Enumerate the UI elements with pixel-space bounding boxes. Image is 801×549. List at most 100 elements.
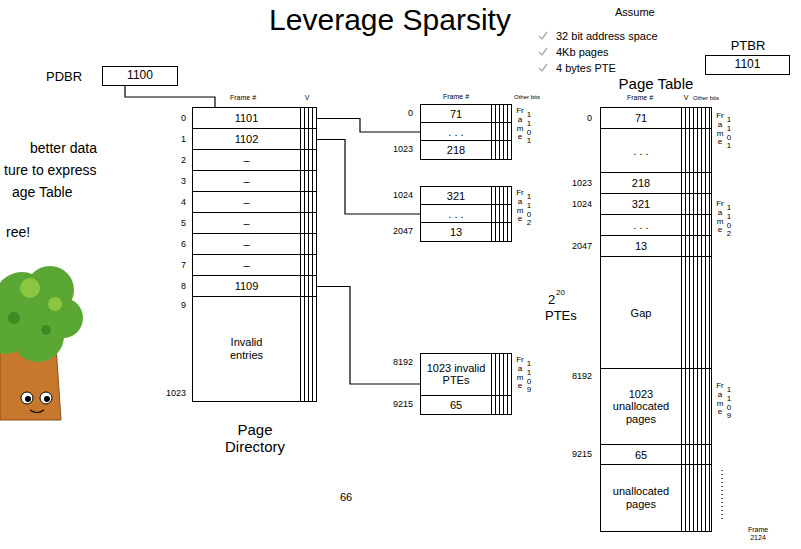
pointer-line (316, 119, 420, 133)
table-row: 218 (601, 173, 711, 194)
label-text: Frame 2124 (743, 526, 773, 542)
cell-value: – (195, 196, 298, 209)
label-text: better data (30, 140, 97, 156)
label-text: Frame (716, 112, 724, 147)
cell-value: 1023 invalid PTEs (423, 362, 489, 387)
label-text: Frame # (443, 93, 469, 101)
page-table-frame: 321. . .13Frame1102 (420, 186, 512, 242)
label-text: Other bits (693, 95, 719, 102)
table-row: – (193, 234, 316, 255)
cell-value: – (195, 259, 298, 272)
cell-value: 65 (423, 399, 489, 412)
label-text: V (305, 94, 310, 102)
cell-value: – (195, 238, 298, 251)
label-text: 1109 (725, 386, 733, 421)
cell-value: 71 (603, 112, 679, 125)
cell-value: . . . (423, 207, 489, 220)
node-heading: Page Table (619, 75, 694, 92)
node-heading: 1101 (525, 111, 533, 146)
page-directory: 11011102––––––1109Invalid entriesPage Di… (192, 107, 317, 402)
pointer-line (316, 140, 420, 215)
label-text: Frame # (627, 94, 653, 102)
label-text: ree! (6, 224, 30, 240)
table-row: – (193, 192, 316, 213)
node-heading: PTBR (731, 39, 766, 54)
table-row: 218 (421, 141, 511, 159)
label-text: 4Kb pages (556, 46, 609, 59)
cell-value: – (195, 154, 298, 167)
cell-value: 13 (423, 226, 489, 239)
cell-value: – (195, 175, 298, 188)
node-heading: Page Directory (215, 421, 295, 456)
label-text: 32 bit address space (556, 30, 658, 43)
label-text: 9 (181, 300, 186, 310)
label-text: 9215 (572, 449, 592, 459)
register-box: PTBR1101 (705, 55, 790, 75)
table-row: – (193, 150, 316, 171)
cell-value: 218 (603, 177, 679, 190)
cell-value: 1101 (708, 58, 787, 72)
table-row: . . . (601, 215, 711, 236)
cell-value: 1100 (105, 69, 175, 83)
table-row: Gap (601, 257, 711, 369)
table-row: 1102 (193, 129, 316, 150)
table-row: – (193, 255, 316, 276)
table-row: 1023 unallocated pages (601, 369, 711, 445)
table-row: 13 (601, 236, 711, 257)
label-text: Frame (716, 200, 724, 235)
table-row: . . . (421, 205, 511, 223)
label-text: PTEs (545, 309, 577, 324)
label-text: 3 (181, 175, 186, 185)
label-text: V (684, 94, 689, 102)
label-text: 1 (181, 133, 186, 143)
label-text: 1024 (393, 190, 413, 200)
label-text: 1023 (393, 144, 413, 154)
table-row: 13 (421, 223, 511, 241)
label-text: 0 (587, 112, 592, 122)
label-text: 7 (181, 259, 186, 269)
cell-value: 13 (603, 240, 679, 253)
dotted-continuation (721, 470, 722, 522)
table-row: 1109 (193, 276, 316, 297)
label-text: ture to express (4, 162, 97, 178)
table-row: – (193, 171, 316, 192)
page-table-frame: 1023 invalid PTEs65Frame1109 (420, 353, 512, 415)
label-text: 0 (408, 108, 413, 118)
cell-value: – (195, 217, 298, 230)
node-heading: Frame (516, 189, 524, 224)
table-row: 71 (601, 108, 711, 129)
slide-title: Leverage Sparsity (269, 3, 511, 38)
label-text: 5 (181, 217, 186, 227)
table-row: 1023 invalid PTEs (421, 354, 511, 396)
cell-value: 321 (423, 189, 489, 202)
table-row: unallocated pages (601, 465, 711, 531)
label-text: 66 (340, 491, 352, 504)
label-text: 0 (181, 112, 186, 122)
node-heading: Frame (516, 107, 524, 142)
cell-value: unallocated pages (605, 485, 677, 510)
table-row: 321 (601, 194, 711, 215)
cell-value: Invalid entries (217, 336, 277, 361)
label-text: 2047 (393, 226, 413, 236)
page-table: 71. . .218321. . .13Gap1023 unallocated … (600, 107, 712, 532)
node-heading: 1102 (525, 193, 533, 228)
label-text: 8192 (572, 371, 592, 381)
table-row: – (193, 213, 316, 234)
label-text: 6 (181, 238, 186, 248)
label-text: 9215 (393, 399, 413, 409)
table-row: Invalid entries (193, 297, 316, 401)
label-text: 20 (556, 288, 565, 297)
tree-cartoon (0, 266, 83, 420)
register-box: PDBR1100 (102, 66, 178, 86)
label-text: Assume (615, 6, 655, 19)
pointer-line (125, 86, 215, 107)
label-text: Frame (716, 382, 724, 417)
cell-value: Gap (603, 306, 679, 319)
cell-value: 1102 (195, 133, 298, 146)
table-row: 71 (421, 105, 511, 123)
cell-value: . . . (603, 219, 679, 232)
page-table-frame: 71. . .218Frame1101 (420, 104, 512, 160)
label-text: 1023 (572, 177, 592, 187)
label-text: age Table (12, 184, 72, 200)
label-text: 1024 (572, 198, 592, 208)
